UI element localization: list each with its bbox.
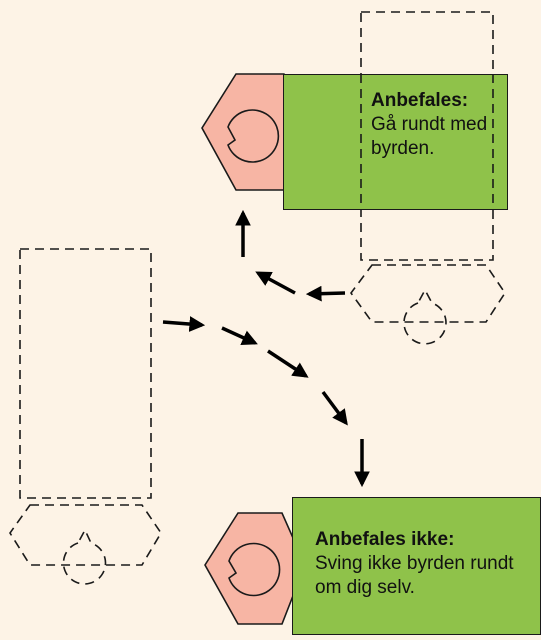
head-not-recommended bbox=[228, 542, 281, 597]
arrows-recommended bbox=[235, 209, 346, 302]
arrow-mark bbox=[255, 271, 296, 295]
not-recommended-box: Anbefales ikke: Sving ikke byrden rundt … bbox=[292, 497, 541, 635]
not-recommended-heading: Anbefales ikke: bbox=[315, 529, 455, 550]
head-recommended bbox=[227, 109, 280, 163]
arrow-mark bbox=[321, 390, 348, 426]
arrows-not-recommended bbox=[162, 316, 370, 488]
person-not-recommended bbox=[204, 512, 306, 625]
dashed-head-bottom bbox=[62, 528, 107, 585]
not-recommended-text: Sving ikke byrden rundt om dig selv. bbox=[315, 553, 514, 598]
arrow-mark bbox=[267, 349, 309, 378]
recommended-heading: Anbefales: bbox=[371, 90, 469, 111]
dashed-head-top bbox=[403, 288, 447, 345]
arrow-mark bbox=[162, 316, 206, 332]
dashed-body-bottom bbox=[9, 504, 162, 566]
dashed-load-bottom bbox=[19, 248, 152, 499]
arrow-mark bbox=[305, 285, 346, 302]
recommended-text: Gå rundt med byrden. bbox=[371, 114, 488, 159]
arrow-mark bbox=[221, 326, 258, 345]
dashed-body-top bbox=[350, 264, 506, 323]
start-position-figure-bottom bbox=[9, 248, 162, 585]
recommended-box: Anbefales: Gå rundt med byrden. bbox=[283, 74, 508, 210]
